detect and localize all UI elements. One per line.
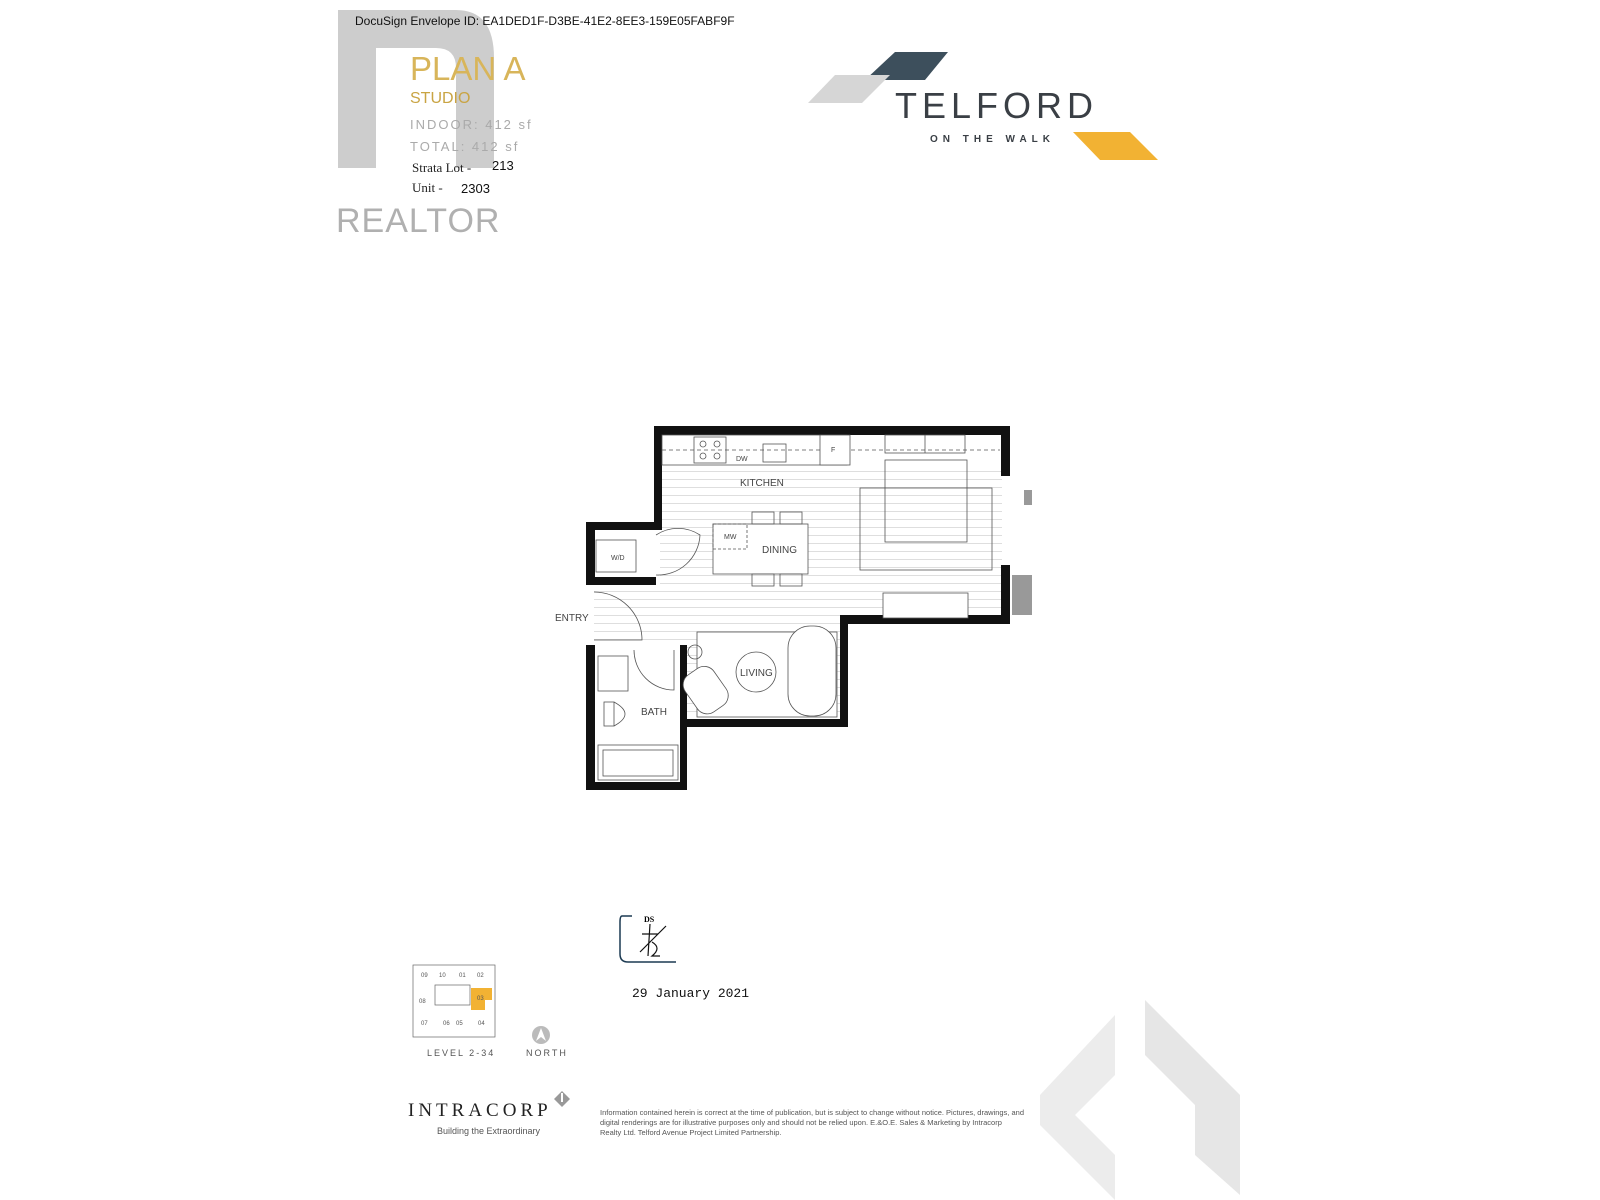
key-plan: 09 10 01 02 08 03 07 06 05 04 xyxy=(412,964,496,1038)
plan-type: STUDIO xyxy=(410,90,471,107)
intracorp-logo: INTRACORP xyxy=(408,1100,552,1121)
north-arrow-icon xyxy=(532,1026,550,1044)
keyplan-unit-highlighted: 03 xyxy=(477,996,484,1002)
label-microwave: MW xyxy=(724,534,737,541)
strata-lot-value: 213 xyxy=(492,158,514,173)
signature-tag: DS xyxy=(644,915,655,924)
strata-lot-label: Strata Lot - xyxy=(412,160,472,175)
room-label-dining: DINING xyxy=(762,545,797,556)
unit-value: 2303 xyxy=(461,181,490,196)
keyplan-unit: 01 xyxy=(459,973,466,979)
realtor-logo-watermark xyxy=(338,10,494,168)
keyplan-unit: 04 xyxy=(478,1021,485,1027)
plan-title: PLAN A xyxy=(410,50,526,87)
telford-logo-text: TELFORD xyxy=(895,85,1099,126)
total-area: TOTAL: 412 sf xyxy=(410,139,520,154)
telford-logo-shapes xyxy=(808,52,1158,160)
indoor-area: INDOOR: 412 sf xyxy=(410,117,533,132)
north-label: NORTH xyxy=(526,1048,568,1058)
unit-label: Unit - xyxy=(412,180,443,195)
signature-date: 29 January 2021 xyxy=(632,986,750,1001)
keyplan-unit: 10 xyxy=(439,973,446,979)
docusign-envelope-id: DocuSign Envelope ID: EA1DED1F-D3BE-41E2… xyxy=(355,14,735,28)
telford-logo-subtext: ON THE WALK xyxy=(930,134,1055,145)
walls xyxy=(586,426,1010,790)
room-label-kitchen: KITCHEN xyxy=(740,478,784,489)
room-label-entry: ENTRY xyxy=(555,613,589,624)
label-fridge: F xyxy=(831,447,835,454)
intracorp-tagline: Building the Extraordinary xyxy=(437,1126,541,1136)
keyplan-level: LEVEL 2-34 xyxy=(427,1048,496,1058)
keyplan-unit: 09 xyxy=(421,973,428,979)
keyplan-unit: 05 xyxy=(456,1021,463,1027)
intracorp-diamond-icon xyxy=(554,1091,570,1107)
label-dishwasher: DW xyxy=(736,456,748,463)
room-label-living: LIVING xyxy=(740,668,773,679)
realtor-wordmark: REALTOR xyxy=(336,202,501,240)
docusign-signature: DS xyxy=(619,915,676,963)
keyplan-unit: 02 xyxy=(477,973,484,979)
keyplan-unit: 07 xyxy=(421,1021,428,1027)
keyplan-unit: 08 xyxy=(419,999,426,1005)
room-label-bath: BATH xyxy=(641,707,667,718)
watermark-logo xyxy=(1040,1000,1240,1200)
keyplan-unit: 06 xyxy=(443,1021,450,1027)
label-washer-dryer: W/D xyxy=(611,555,625,562)
floor-plan: KITCHEN DINING LIVING BATH ENTRY W/D MW … xyxy=(555,426,1032,790)
disclaimer: Information contained herein is correct … xyxy=(600,1108,1024,1137)
